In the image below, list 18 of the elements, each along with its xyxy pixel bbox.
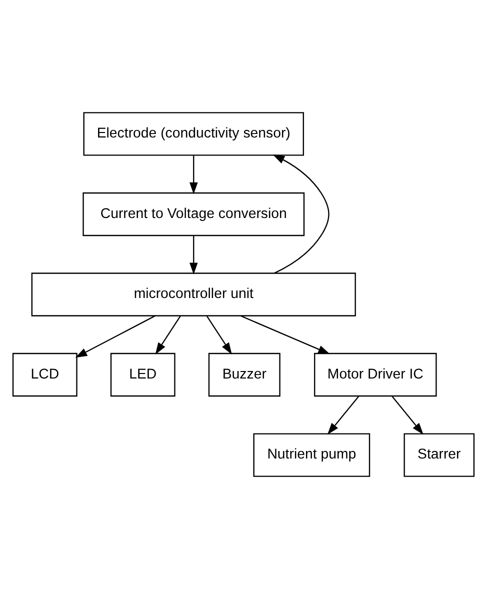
node-box: microcontroller unit [31,272,356,316]
node-box: Starrer [404,433,475,477]
arrow [392,396,424,435]
node-box: Buzzer [208,352,280,397]
node-box: Nutrient pump [253,433,370,477]
arrow [190,236,198,274]
node-box: LED [110,352,176,397]
arrow [240,315,330,354]
arrow [190,156,198,194]
node-box: Electrode (conductivity sensor) [83,112,304,156]
node-box: Motor Driver IC [314,352,437,397]
node-box: LCD [12,352,78,397]
arrow [327,396,360,435]
arrow [75,315,156,358]
node-box: Current to Voltage conversion [82,192,305,236]
arrow [272,154,330,274]
arrow [206,316,232,354]
arrow [155,316,181,354]
